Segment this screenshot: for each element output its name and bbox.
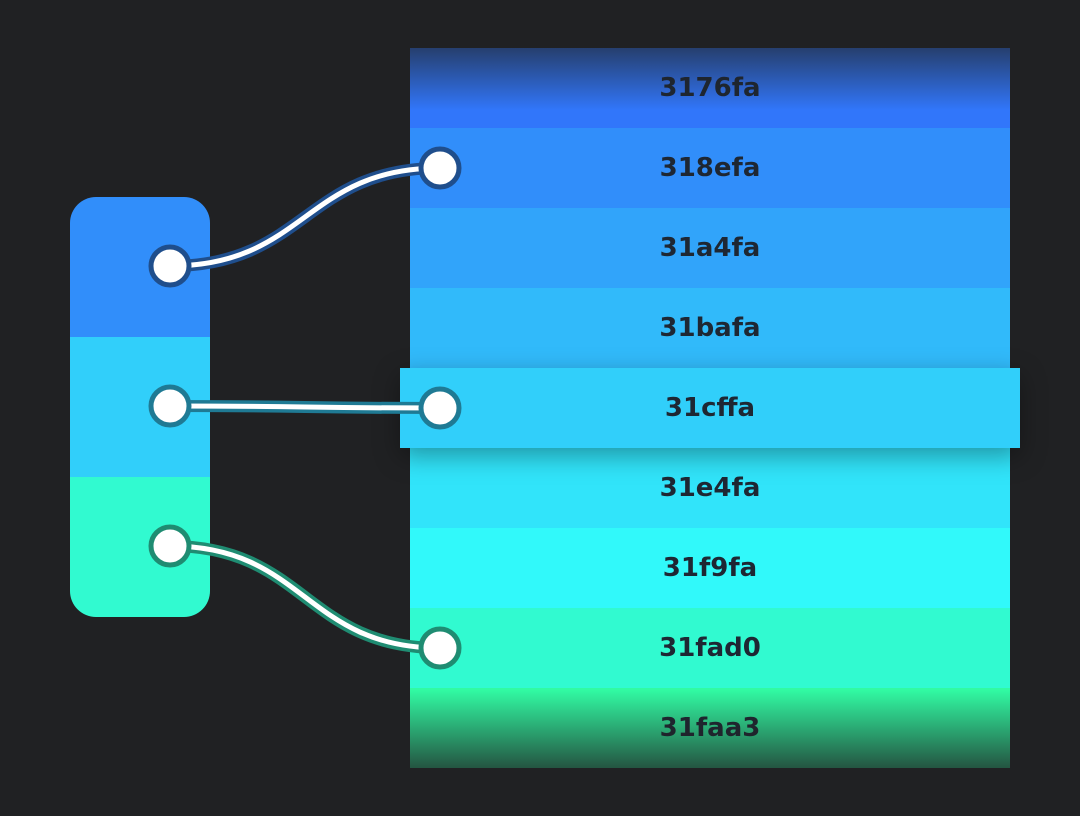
shade-label: 3176fa <box>659 73 761 103</box>
link-handle-start[interactable] <box>148 384 192 428</box>
shade-row-31fad0[interactable]: 31fad0 <box>410 608 1010 688</box>
shade-row-318efa[interactable]: 318efa <box>410 128 1010 208</box>
link-handle-start[interactable] <box>148 524 192 568</box>
link-handle-end[interactable] <box>418 386 462 430</box>
link-handle-end[interactable] <box>418 626 462 670</box>
shade-label: 31cffa <box>664 393 756 423</box>
link-handle-end[interactable] <box>418 146 462 190</box>
shade-row-31a4fa[interactable]: 31a4fa <box>410 208 1010 288</box>
shade-label: 31e4fa <box>659 473 761 503</box>
link-outline <box>164 540 446 654</box>
link-handle-start[interactable] <box>148 244 192 288</box>
shade-row-3176fa[interactable]: 3176fa <box>410 48 1010 128</box>
shade-row-31bafa[interactable]: 31bafa <box>410 288 1010 368</box>
shade-row-31f9fa[interactable]: 31f9fa <box>410 528 1010 608</box>
shade-label: 31fad0 <box>659 633 761 663</box>
shade-row-31faa3[interactable]: 31faa3 <box>410 688 1010 768</box>
link-outline <box>164 162 446 272</box>
shade-row-31cffa[interactable]: 31cffa <box>400 368 1020 448</box>
shade-strip: 3176fa 318efa 31a4fa 31bafa 31cffa 31e4f… <box>400 0 1020 816</box>
shade-row-31e4fa[interactable]: 31e4fa <box>410 448 1010 528</box>
link-line <box>167 165 443 269</box>
shade-label: 318efa <box>659 153 761 183</box>
shade-label: 31faa3 <box>659 713 761 743</box>
link-line <box>167 543 443 651</box>
shade-label: 31a4fa <box>659 233 761 263</box>
shade-label: 31bafa <box>659 313 761 343</box>
shade-label: 31f9fa <box>662 553 758 583</box>
